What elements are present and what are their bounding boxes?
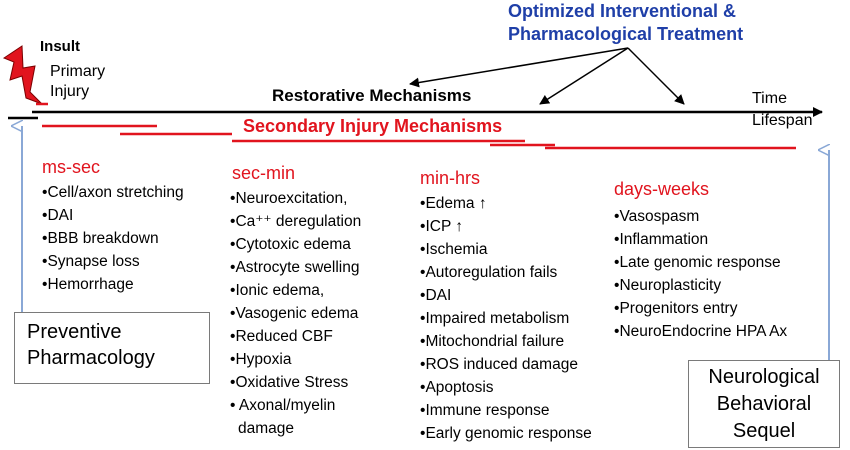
list-item: ICP ↑ bbox=[420, 215, 592, 238]
neurological-sequel-box: Neurological Behavioral Sequel bbox=[688, 360, 840, 448]
list-item: BBB breakdown bbox=[42, 227, 184, 250]
list-item: NeuroEndocrine HPA Ax bbox=[614, 320, 787, 343]
sequel-line-1: Neurological bbox=[708, 366, 820, 388]
list-item: Reduced CBF bbox=[230, 325, 361, 348]
list-item: Ischemia bbox=[420, 238, 592, 261]
list-item: Astrocyte swelling bbox=[230, 256, 361, 279]
list-item: DAI bbox=[420, 284, 592, 307]
list-item: ROS induced damage bbox=[420, 353, 592, 376]
lifespan-label: Lifespan bbox=[752, 112, 813, 129]
list-item: Progenitors entry bbox=[614, 297, 787, 320]
phase-list-ms-sec: Cell/axon stretching DAI BBB breakdown S… bbox=[42, 181, 184, 296]
list-item: Oxidative Stress bbox=[230, 371, 361, 394]
list-item: DAI bbox=[42, 204, 184, 227]
primary-injury-line-2: Injury bbox=[50, 83, 90, 100]
primary-injury-line-1: Primary bbox=[50, 63, 106, 80]
list-item: Ca⁺⁺ deregulation bbox=[230, 210, 361, 233]
list-item: Synapse loss bbox=[42, 250, 184, 273]
insult-label: Insult bbox=[40, 38, 80, 55]
sequel-line-2: Behavioral bbox=[716, 393, 812, 415]
list-item: Late genomic response bbox=[614, 251, 787, 274]
treatment-arrow-3 bbox=[627, 47, 685, 105]
list-item: Vasospasm bbox=[614, 205, 787, 228]
list-item: Neuroexcitation, bbox=[230, 187, 361, 210]
list-item: Impaired metabolism bbox=[420, 307, 592, 330]
phase-list-days-weeks: Vasospasm Inflammation Late genomic resp… bbox=[614, 205, 787, 343]
phase-heading-ms-sec: ms-sec bbox=[42, 157, 100, 177]
list-item: Edema ↑ bbox=[420, 192, 592, 215]
phase-list-min-hrs: Edema ↑ ICP ↑ Ischemia Autoregulation fa… bbox=[420, 192, 592, 445]
time-axis-label: Time Lifespan bbox=[752, 88, 813, 132]
secondary-injury-label: Secondary Injury Mechanisms bbox=[243, 116, 503, 136]
list-item: Neuroplasticity bbox=[614, 274, 787, 297]
phase-heading-days-weeks: days-weeks bbox=[614, 179, 710, 199]
list-item: Immune response bbox=[420, 399, 592, 422]
list-item: damage bbox=[238, 420, 295, 437]
phase-heading-sec-min: sec-min bbox=[232, 163, 296, 183]
list-item: Hypoxia bbox=[230, 348, 361, 371]
treatment-arrow-2 bbox=[539, 47, 629, 105]
primary-injury-label: Primary Injury bbox=[50, 62, 105, 102]
phase-heading-min-hrs: min-hrs bbox=[420, 168, 481, 188]
time-label: Time bbox=[752, 90, 787, 107]
list-item: Inflammation bbox=[614, 228, 787, 251]
list-item: Early genomic response bbox=[420, 422, 591, 445]
list-item: Axonal/myelin bbox=[230, 394, 361, 417]
list-item: Mitochondrial failure bbox=[420, 330, 592, 353]
list-item: Cell/axon stretching bbox=[42, 181, 183, 204]
restorative-mechanisms-label: Restorative Mechanisms bbox=[272, 86, 472, 105]
treatment-arrows bbox=[409, 47, 685, 105]
secondary-injury-lines bbox=[42, 124, 796, 150]
treatment-arrow-1 bbox=[409, 47, 629, 88]
treatment-title-line-2: Pharmacological Treatment bbox=[508, 24, 744, 44]
list-item: Cytotoxic edema bbox=[230, 233, 361, 256]
list-item: Ionic edema, bbox=[230, 279, 361, 302]
preventive-pharmacology-box: Preventive Pharmacology bbox=[14, 312, 210, 384]
sequel-line-3: Sequel bbox=[732, 420, 796, 442]
list-item: Autoregulation fails bbox=[420, 261, 592, 284]
treatment-title-line-1: Optimized Interventional & bbox=[508, 1, 737, 21]
list-item: Hemorrhage bbox=[42, 273, 184, 296]
preventive-line-1: Preventive bbox=[27, 321, 122, 343]
phase-list-sec-min: Neuroexcitation, Ca⁺⁺ deregulation Cytot… bbox=[230, 187, 361, 440]
treatment-title: Optimized Interventional & Pharmacologic… bbox=[508, 0, 743, 46]
list-item: Apoptosis bbox=[420, 376, 592, 399]
lightning-bolt-icon bbox=[2, 45, 43, 105]
preventive-line-2: Pharmacology bbox=[27, 347, 155, 369]
list-item: Vasogenic edema bbox=[230, 302, 361, 325]
